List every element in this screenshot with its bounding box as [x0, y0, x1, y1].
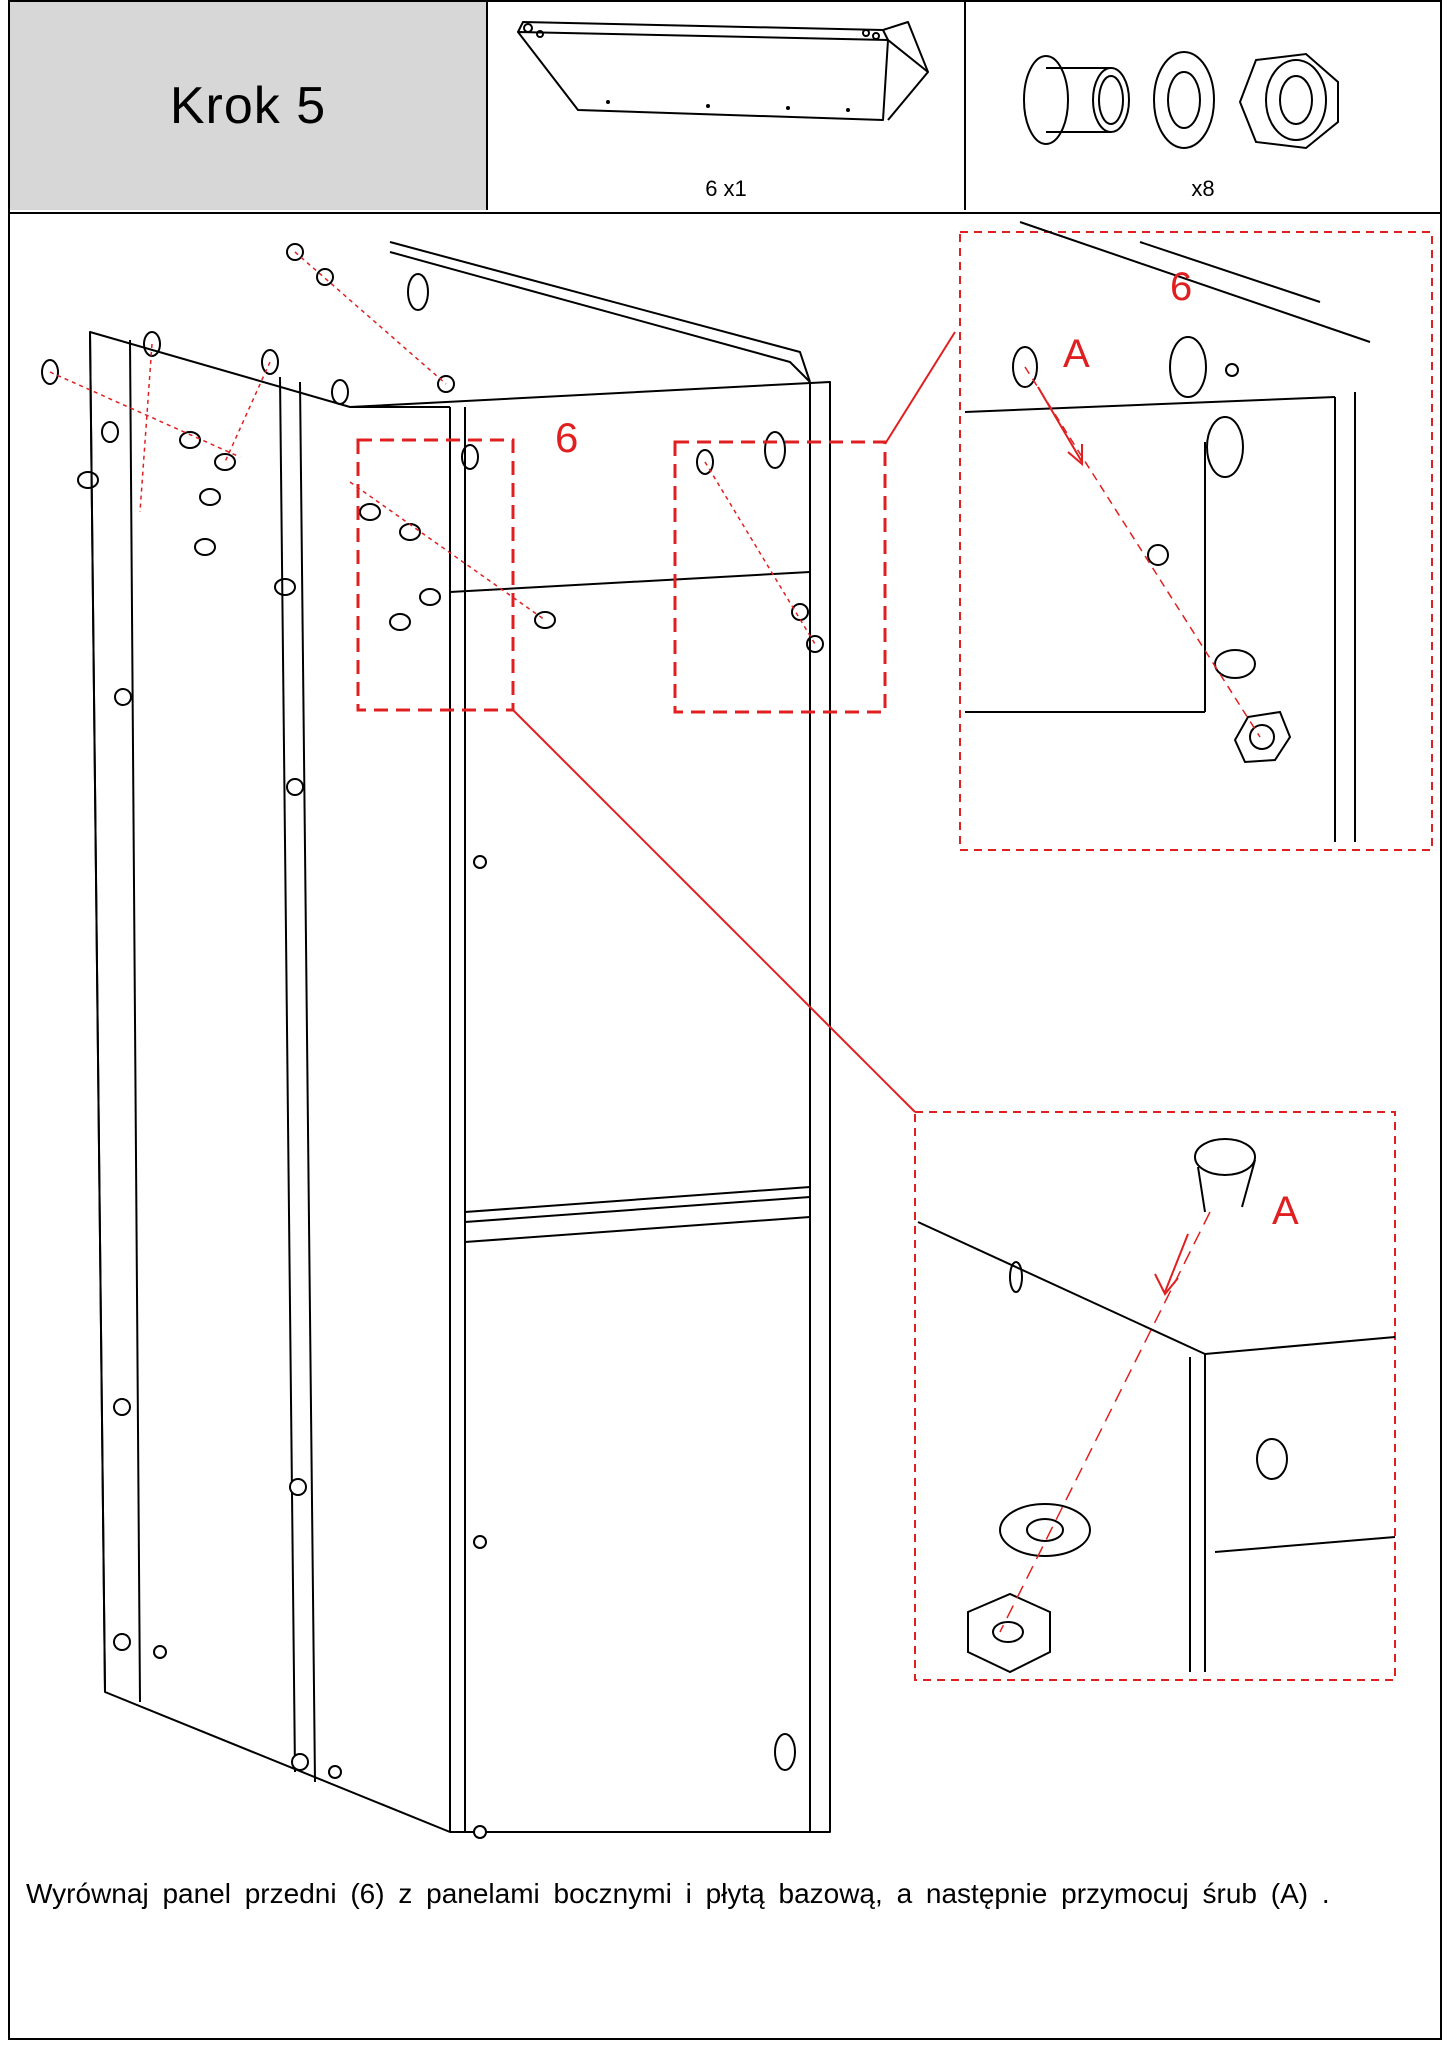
step-title: Krok 5	[169, 77, 327, 135]
cabinet-outline	[89, 241, 831, 1833]
callout-box-right	[673, 440, 887, 714]
hardware-quantity: x8	[1191, 176, 1215, 201]
step-header: Krok 5 6 x1	[10, 2, 1440, 214]
assembly-guide-lines	[49, 251, 816, 645]
instruction-text: Wyrównaj panel przedni (6) z panelami bo…	[26, 1878, 1330, 1909]
instruction-sheet: Krok 5 6 x1	[8, 0, 1442, 2040]
callout-box-left	[356, 438, 515, 712]
detail-bottom-bolt-label: A	[1272, 1189, 1299, 1233]
hardware-cell: x8	[966, 2, 1440, 210]
callout-leaders	[512, 331, 956, 1113]
detail-top-panel-label: 6	[1170, 265, 1192, 309]
bolt-washer-nut-icon	[1023, 51, 1339, 150]
front-panel-icon	[517, 21, 929, 121]
fastener-marks	[113, 688, 487, 1839]
exploded-hardware	[41, 243, 824, 653]
step-title-cell: Krok 5	[10, 2, 488, 210]
assembly-diagram: 6 A	[10, 212, 1440, 1852]
detail-top-bolt-label: A	[1063, 332, 1090, 376]
panel-quantity: 6 x1	[705, 176, 747, 201]
main-panel-label: 6	[555, 414, 578, 461]
detail-bottom: A	[914, 1111, 1396, 1681]
detail-top: 6 A	[959, 221, 1433, 851]
cabinet-drawing: 6 A	[41, 221, 1433, 1839]
panel-part-cell: 6 x1	[488, 2, 966, 210]
